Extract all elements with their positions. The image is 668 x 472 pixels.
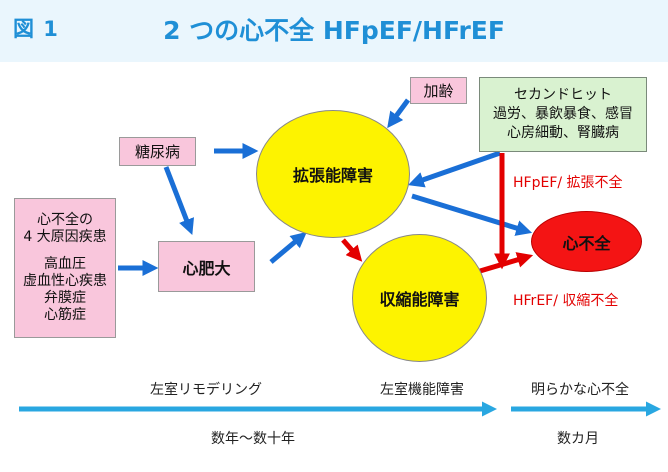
arrow-aging-to-diastolic [387,98,411,129]
second-hit-box: セカンドヒット 過労、暴飲暴食、感冒 心房細動、腎臓病 [479,77,647,152]
figure-label: 図 1 [13,17,59,41]
diastolic-dysfunction-label: 拡張能障害 [292,166,373,185]
arrow-diastolic-to-systolic [341,238,363,262]
second-hit-line-1: セカンドヒット [514,87,612,103]
arrow-secondhit-to-diastolic [407,150,501,188]
header-band: 図 1 2 つの心不全 HFpEF/HFrEF [0,0,668,62]
timeline-stage-dysfunction: 左室機能障害 [380,382,464,398]
causes-line-4: 高血圧 [44,256,86,272]
causes-line-7: 心筋症 [44,307,86,323]
causes-line-5: 虚血性心疾患 [23,273,107,289]
timeline-stage-overt-hf: 明らかな心不全 [531,382,629,398]
diabetes-box: 糖尿病 [119,137,196,166]
arrow-hypertrophy-to-diastolic [269,231,307,264]
causes-box: 心不全の 4 大原因疾患 高血圧 虚血性心疾患 弁膜症 心筋症 [14,198,116,338]
arrow-systolic-to-heartfailure [479,252,534,274]
diastolic-dysfunction-node: 拡張能障害 [256,110,410,238]
second-hit-line-3: 心房細動、腎臓病 [507,125,619,141]
hfref-label: HFrEF/ 収縮不全 [513,293,619,309]
timeline-stage-remodeling: 左室リモデリング [150,382,262,398]
timeline-duration-years: 数年〜数十年 [211,431,295,447]
systolic-dysfunction-label: 収縮能障害 [379,290,460,309]
timeline-duration-months: 数カ月 [557,431,599,447]
causes-line-2: 4 大原因疾患 [23,229,107,245]
heart-failure-label: 心不全 [562,233,611,253]
aging-box: 加齢 [410,77,467,104]
causes-line-6: 弁膜症 [44,290,86,306]
second-hit-line-2: 過労、暴飲暴食、感冒 [493,106,633,122]
aging-label: 加齢 [423,82,454,100]
systolic-dysfunction-node: 収縮能障害 [352,234,487,362]
heart-failure-node: 心不全 [531,211,642,272]
causes-line-1: 心不全の [37,212,93,228]
hypertrophy-box: 心肥大 [158,241,255,292]
arrow-diabetes-to-hypertrophy [163,166,194,235]
diabetes-label: 糖尿病 [134,143,180,161]
hfpef-label: HFpEF/ 拡張不全 [513,175,623,191]
arrow-diastolic-to-heartfailure [411,193,533,236]
page-title: 2 つの心不全 HFpEF/HFrEF [163,16,505,45]
hypertrophy-label: 心肥大 [182,258,231,278]
